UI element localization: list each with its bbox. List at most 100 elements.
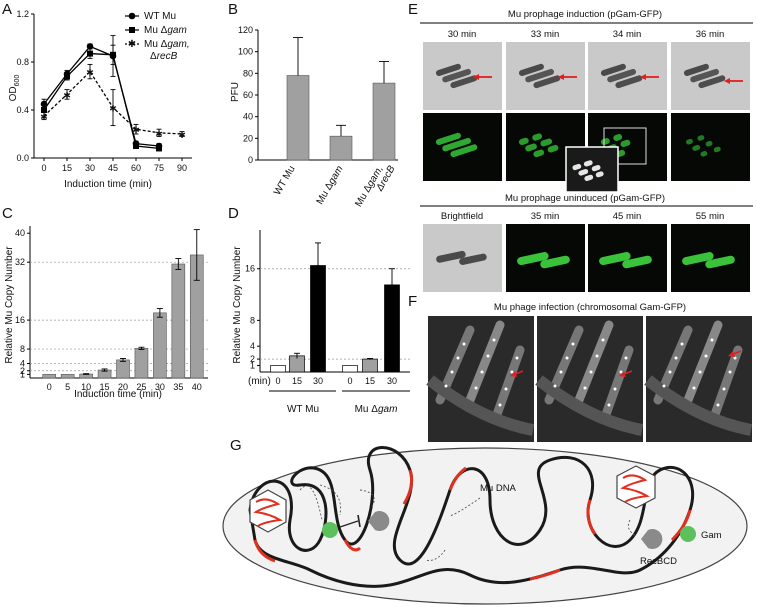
brightfield-tile-33min [506,42,585,110]
panel-e-time-1: 33 min [531,29,560,40]
panel-c-x-tick-label: 0 [47,382,52,392]
panel-label-c: C [2,205,13,222]
panel-b-category-mu-dgam: Mu Δgam [315,164,346,207]
panel-d-y-tick-label: 1 [250,361,255,371]
data-point-square [41,107,47,113]
panel-a-y-tick-label: 1.2 [16,9,29,19]
panel-a-x-tick-label: 30 [85,163,95,173]
panel-c-y-axis-label: Relative Mu Copy Number [4,246,15,364]
panel-a-x-tick-label: 0 [41,163,46,173]
panel-f-micrographs: Mu phage infection (chromosomal Gam-GFP) [426,302,753,442]
panel-e-title-induced: Mu prophage induction (pGam-GFP) [508,9,662,20]
series-line-0 [43,45,160,147]
panel-c-x-tick-label: 20 [118,382,128,392]
uninduced-gfp-tile-35min [506,224,585,292]
panel-c-x-tick-label: 30 [155,382,165,392]
brightfield-tile-34min [588,42,667,110]
panel-a-y-tick-label: 0.0 [16,153,29,163]
panel-d-group-wt-mu: WT Mu [287,404,319,415]
recbcd-icon-right [641,529,663,549]
data-point-star: ✱ [178,130,186,140]
panel-e-micrographs: Mu prophage induction (pGam-GFP) 30 min … [420,9,753,292]
infection-tile-1 [426,316,535,442]
panel-e-uninduced-label-0: Brightfield [441,211,483,222]
data-point-square [156,145,162,152]
panel-a-legend: WT Mu Mu Δgam ✱ Mu Δgam, ΔrecB [125,11,190,62]
data-point-star: ✱ [86,68,94,78]
data-point-star: ✱ [155,129,163,139]
panel-a-x-tick-label: 45 [108,163,118,173]
panel-d-x-tick-label: 0 [275,376,280,386]
panel-b-y-tick-label: 0 [248,155,253,165]
infection-tile-3 [644,316,753,442]
legend-label-mu-dgam-drecb-line2: ΔrecB [150,51,178,62]
panel-label-b: B [228,1,238,18]
panel-b-y-tick-label: 80 [243,68,253,78]
gfp-tile-34min [565,113,667,193]
mu-prophage-hexagon-left [249,489,287,533]
panel-d-x-tick-label: 30 [313,376,323,386]
panel-b-y-tick-label: 40 [243,112,253,122]
panel-e-uninduced-label-1: 35 min [531,211,560,222]
mu-prophage-hexagon-right [616,465,656,509]
gam-protein-icon [322,522,338,538]
bar [171,263,186,379]
panel-g-recbcd-label: RecBCD [640,556,677,567]
data-point-star: ✱ [132,125,140,135]
panel-a-x-tick-label: 90 [177,163,187,173]
bar [60,374,75,379]
uninduced-brightfield-tile [423,224,502,292]
panel-label-e: E [408,1,418,18]
uninduced-gfp-tile-45min [588,224,667,292]
panel-a-x-tick-label: 15 [62,163,72,173]
data-point-star: ✱ [63,90,71,100]
bar [134,348,149,379]
series-line-1 [43,52,160,150]
legend-label-mu-dgam-drecb: Mu Δgam, [144,39,190,50]
panel-c-y-tick-label: 16 [15,315,25,325]
panel-a-x-tick-label: 75 [154,163,164,173]
panel-d-x-tick-label: 0 [347,376,352,386]
panel-d-y-tick-label: 8 [250,315,255,325]
panel-c-x-tick-label: 15 [100,382,110,392]
data-point-star: ✱ [40,112,48,122]
panel-label-d: D [228,205,239,222]
uninduced-gfp-tile-55min [671,224,750,292]
panel-d-x-tick-label: 30 [387,376,397,386]
panel-e-time-3: 36 min [696,29,725,40]
panel-d-group-mu-dgam: Mu Δgam [355,404,398,415]
panel-d-y-tick-label: 16 [245,264,255,274]
gfp-tile-30min [423,113,502,181]
panel-c-y-tick-label: 32 [15,257,25,267]
panel-d-x-tick-label: 15 [292,376,302,386]
panel-e-title-uninduced: Mu prophage uninduced (pGam-GFP) [505,193,665,204]
bar [372,82,396,161]
data-point-square [87,50,93,57]
panel-c-x-axis-label: Induction time (min) [74,389,162,400]
bar [384,284,400,373]
panel-a-x-axis-label: Induction time (min) [64,179,152,190]
panel-b-y-tick-label: 60 [243,90,253,100]
panel-b-y-tick-label: 20 [243,133,253,143]
panel-c-y-tick-label: 1 [20,369,25,379]
data-point-circle [86,43,94,50]
panel-c-x-tick-label: 40 [192,382,202,392]
panel-b-y-tick-label: 100 [238,47,253,57]
legend-label-wt-mu: WT Mu [144,11,176,22]
data-point-square [110,51,116,58]
bar [329,135,353,161]
bar [116,359,130,379]
panel-b-y-tick-label: 120 [238,25,253,35]
panel-b-y-axis-label: PFU [230,82,241,102]
panel-e-uninduced-label-3: 55 min [696,211,725,222]
bar [286,75,310,161]
bar [153,312,167,379]
panel-a-x-tick-label: 60 [131,163,141,173]
data-point-square [64,73,70,80]
panel-a-y-tick-label: 0.4 [16,105,29,115]
panel-g-gam-label: Gam [701,530,722,541]
